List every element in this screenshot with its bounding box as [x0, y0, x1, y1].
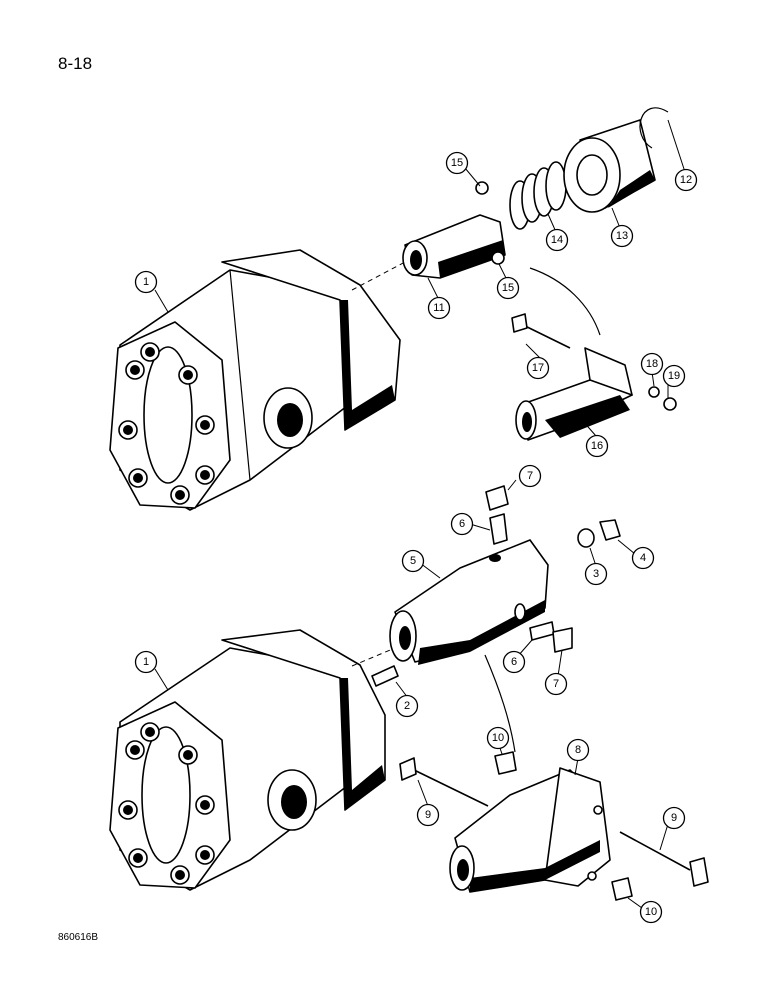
svg-text:7: 7: [527, 470, 533, 482]
callout: 15: [496, 276, 520, 300]
callout: 2: [395, 694, 419, 718]
callout: 6: [502, 650, 526, 674]
svg-text:9: 9: [425, 809, 431, 821]
callout: 10: [639, 900, 663, 924]
upper-coupling-block: [511, 313, 677, 441]
upper-flow-arrow: [529, 267, 601, 336]
svg-text:10: 10: [645, 906, 657, 918]
lower-bolts-nuts: [399, 751, 709, 901]
svg-text:2: 2: [404, 700, 410, 712]
drawing-code: 860616B: [58, 932, 99, 943]
lower-flow-arrow: [484, 654, 516, 753]
callout: 11: [427, 296, 451, 320]
callout: 6: [450, 512, 474, 536]
lower-set-screws-nuts: [485, 485, 621, 653]
callout: 5: [401, 549, 425, 573]
svg-text:19: 19: [668, 370, 680, 382]
callout: 19: [662, 364, 686, 388]
callout: 9: [662, 806, 686, 830]
callout: 1: [134, 650, 158, 674]
svg-text:13: 13: [616, 230, 628, 242]
lower-shaft-axis: [351, 647, 396, 667]
callout: 14: [545, 228, 569, 252]
svg-text:5: 5: [410, 555, 416, 567]
callout: 7: [544, 672, 568, 696]
callout: 15: [445, 151, 469, 175]
svg-text:3: 3: [593, 568, 599, 580]
callout: 10: [486, 726, 510, 750]
svg-text:9: 9: [671, 812, 677, 824]
upper-cup-cap: [563, 119, 656, 213]
svg-text:7: 7: [553, 678, 559, 690]
callout: 16: [585, 434, 609, 458]
callout: 4: [631, 546, 655, 570]
upper-shaft-axis: [351, 261, 406, 291]
callout: 8: [566, 738, 590, 762]
svg-text:12: 12: [680, 174, 692, 186]
page-number: 8-18: [58, 54, 93, 73]
svg-text:16: 16: [591, 440, 603, 452]
upper-gear-pump: [109, 249, 401, 511]
svg-text:8: 8: [575, 744, 581, 756]
svg-text:15: 15: [502, 282, 514, 294]
lower-flange-adapter: [449, 767, 611, 893]
upper-spring: [509, 161, 567, 230]
svg-text:17: 17: [532, 362, 544, 374]
svg-text:18: 18: [646, 358, 658, 370]
key: [371, 665, 399, 687]
callout: 3: [584, 562, 608, 586]
lower-coupling-sleeve: [389, 539, 549, 665]
lower-gear-pump: [109, 629, 386, 891]
svg-text:4: 4: [640, 552, 646, 564]
callout: 13: [610, 224, 634, 248]
svg-text:11: 11: [433, 302, 444, 314]
callout: 12: [674, 168, 698, 192]
callout: 1: [134, 270, 158, 294]
svg-text:10: 10: [492, 732, 504, 744]
snap-ring: [639, 107, 669, 149]
upper-adapter-sleeve: [402, 181, 506, 279]
svg-text:1: 1: [143, 276, 149, 288]
svg-text:14: 14: [551, 234, 563, 246]
svg-text:6: 6: [511, 656, 517, 668]
svg-text:15: 15: [451, 157, 463, 169]
svg-text:6: 6: [459, 518, 465, 530]
callout: 9: [416, 803, 440, 827]
callout: 7: [518, 464, 542, 488]
svg-text:1: 1: [143, 656, 149, 668]
callout: 17: [526, 356, 550, 380]
callout: 18: [640, 352, 664, 376]
